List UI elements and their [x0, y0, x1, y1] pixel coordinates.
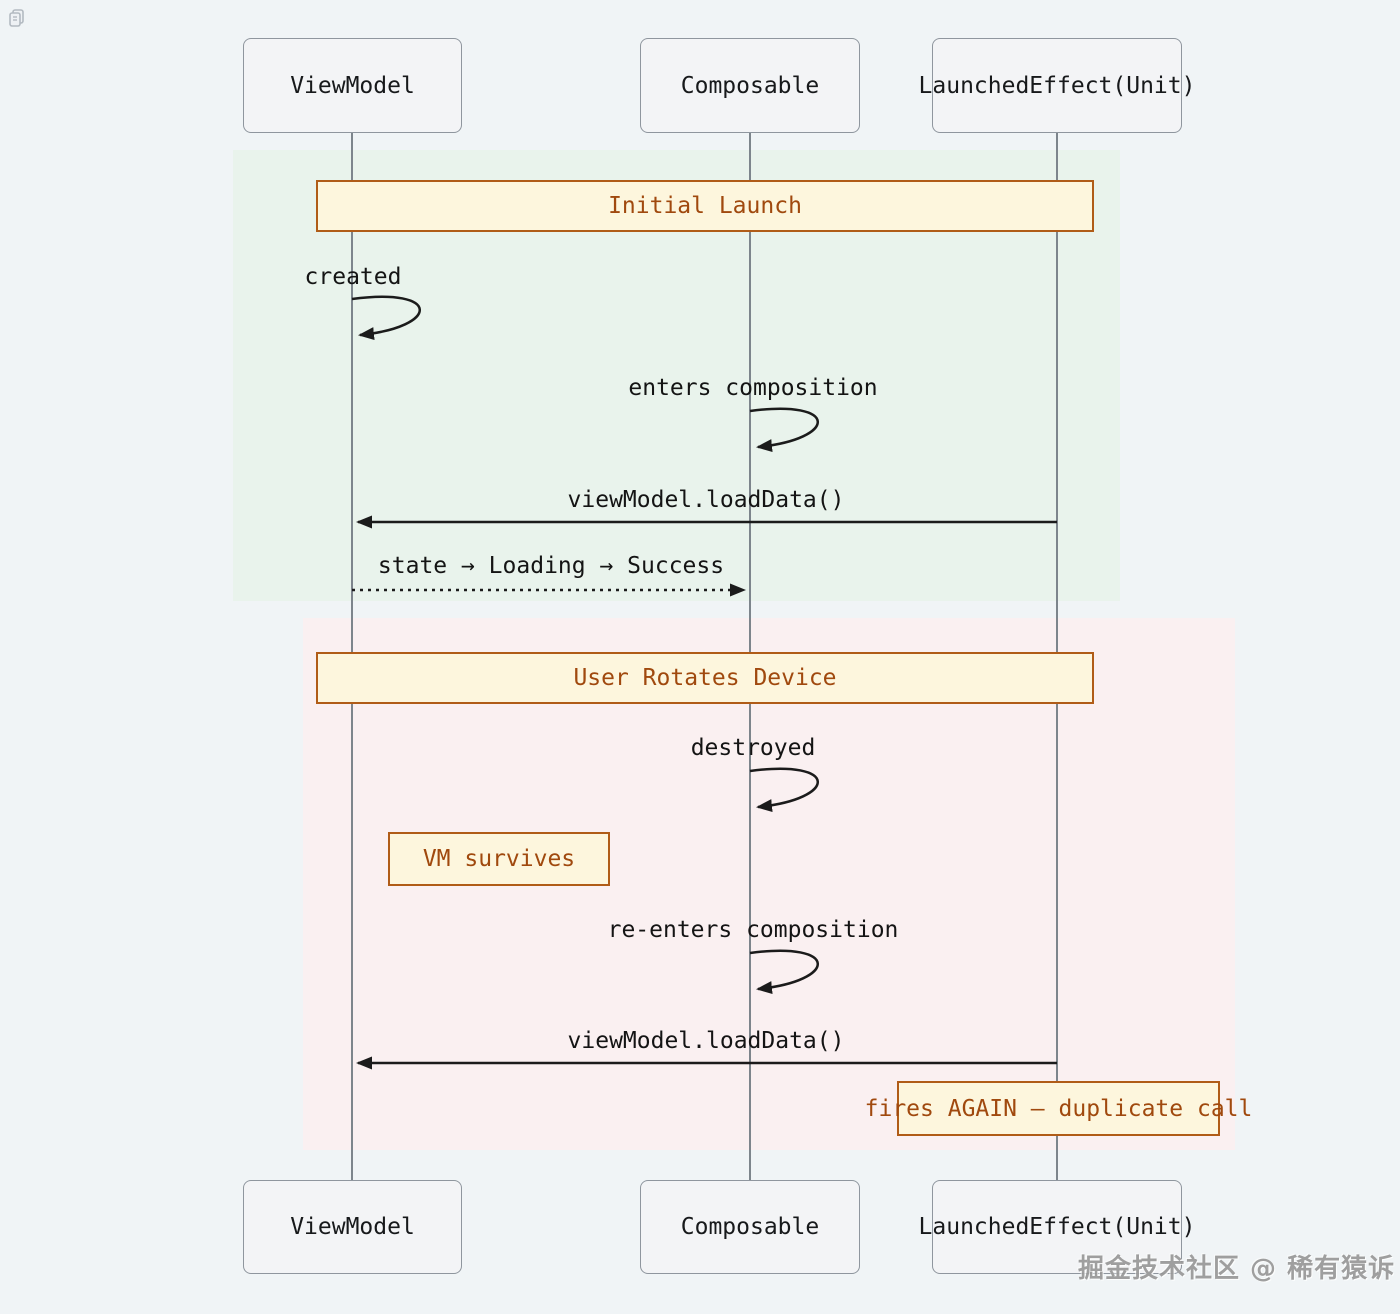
participant-label: LaunchedEffect(Unit) — [918, 72, 1196, 99]
participant-label: ViewModel — [290, 1214, 415, 1240]
section-label-text: Initial Launch — [608, 193, 802, 219]
message-label-created: created — [304, 264, 402, 290]
note-text: fires AGAIN — duplicate call — [864, 1095, 1253, 1122]
message-label-loaddata-1: viewModel.loadData() — [567, 487, 845, 513]
participant-viewmodel-bottom: ViewModel — [243, 1180, 462, 1274]
participant-launchedeffect-top: LaunchedEffect(Unit) — [919, 38, 1195, 133]
self-loop-created — [351, 295, 421, 341]
participant-label: Composable — [680, 1214, 820, 1240]
copy-icon — [9, 9, 24, 27]
copy-button[interactable] — [6, 6, 28, 28]
self-loop-enters-composition — [749, 407, 819, 453]
participant-composable-top: Composable — [640, 38, 860, 133]
note-fires-again: fires AGAIN — duplicate call — [865, 1081, 1252, 1136]
participant-label: ViewModel — [290, 72, 415, 99]
section-label-user-rotates: User Rotates Device — [316, 652, 1094, 704]
message-label-destroyed: destroyed — [690, 735, 816, 761]
participant-label: LaunchedEffect(Unit) — [918, 1214, 1196, 1240]
participant-composable-bottom: Composable — [640, 1180, 860, 1274]
note-text: VM survives — [422, 846, 576, 872]
participant-launchedeffect-bottom: LaunchedEffect(Unit) — [919, 1180, 1195, 1274]
message-label-state-loading-success: state → Loading → Success — [377, 553, 725, 579]
watermark: 掘金技术社区 @ 稀有猿诉 — [1078, 1254, 1396, 1284]
note-vm-survives: VM survives — [388, 832, 610, 886]
message-label-reenters-composition: re-enters composition — [607, 917, 899, 943]
self-loop-destroyed — [749, 767, 819, 813]
message-label-enters-composition: enters composition — [628, 375, 878, 401]
self-loop-reenters-composition — [749, 949, 819, 995]
section-label-text: User Rotates Device — [573, 665, 837, 691]
participant-viewmodel-top: ViewModel — [243, 38, 462, 133]
message-label-loaddata-2: viewModel.loadData() — [567, 1028, 845, 1054]
section-label-initial-launch: Initial Launch — [316, 180, 1094, 232]
participant-label: Composable — [680, 72, 820, 99]
